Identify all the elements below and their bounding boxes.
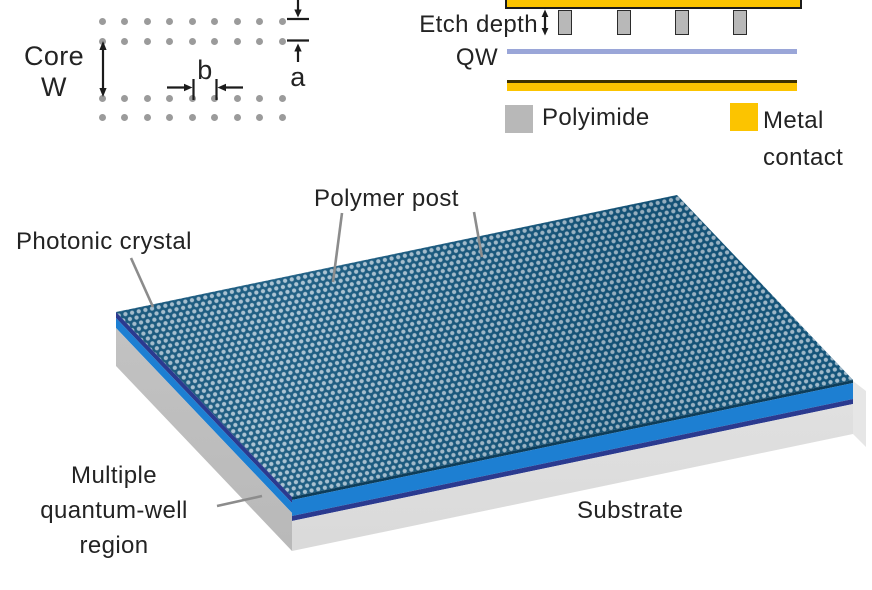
polymer-post-label: Polymer post <box>314 185 459 212</box>
lattice-hole-dot <box>211 94 218 102</box>
lattice-hole-dot <box>166 17 173 25</box>
mqw-region-label: Multiple quantum-well region <box>4 458 224 563</box>
lattice-hole-dot <box>143 113 151 121</box>
lattice-hole-dot <box>166 37 173 45</box>
metal-legend-label: Metal contact <box>763 102 843 176</box>
polyimide-post <box>733 9 747 35</box>
lattice-pitch-b-label: b <box>197 55 213 85</box>
lattice-hole-dot <box>188 17 196 25</box>
polyimide-legend-label: Polyimide <box>542 104 650 131</box>
lattice-hole-dot <box>256 37 263 45</box>
lattice-hole-dot <box>121 17 128 25</box>
qw-label: QW <box>455 44 498 71</box>
lattice-hole-dot <box>233 113 241 121</box>
metal-legend-swatch <box>730 103 758 131</box>
lattice-hole-dot <box>98 113 106 121</box>
lattice-hole-dot <box>278 94 286 102</box>
lattice-hole-dot <box>98 17 106 25</box>
lattice-hole-dot <box>256 113 263 121</box>
mqw-region-label-line2: quantum-well <box>40 497 188 524</box>
polyimide-post <box>617 9 631 35</box>
metal-contact-bottom-bar <box>507 80 797 91</box>
metal-legend-label-line1: Metal <box>763 107 824 134</box>
lattice-hole-dot <box>278 113 286 121</box>
lattice-hole-dot <box>211 113 218 121</box>
photonic-crystal-label: Photonic crystal <box>16 228 192 255</box>
lattice-hole-dot <box>98 94 106 102</box>
lattice-hole-dot <box>143 37 151 45</box>
core-width-label-line2: W <box>41 72 67 102</box>
etch-depth-label: Etch depth <box>419 11 538 38</box>
polyimide-post <box>675 9 689 35</box>
lattice-hole-dot <box>233 37 241 45</box>
lattice-hole-dot <box>256 17 263 25</box>
metal-legend-label-line2: contact <box>763 144 844 171</box>
mqw-region-label-line1: Multiple <box>71 462 157 489</box>
lattice-hole-dot <box>233 17 241 25</box>
lattice-pitch-a-label: a <box>290 62 306 92</box>
polyimide-legend-swatch <box>505 105 533 133</box>
lattice-hole-dot <box>121 94 128 102</box>
lattice-hole-dot <box>188 37 196 45</box>
lattice-hole-dot <box>211 17 218 25</box>
lattice-hole-dot <box>256 94 263 102</box>
lattice-hole-dot <box>188 94 196 102</box>
lattice-hole-dot <box>143 94 151 102</box>
lattice-hole-dot <box>121 37 128 45</box>
metal-contact-top-bar <box>505 0 802 9</box>
lattice-hole-dot <box>211 37 218 45</box>
lattice-hole-dot <box>233 94 241 102</box>
mqw-region-label-line3: region <box>79 532 149 559</box>
lattice-hole-dot <box>121 113 128 121</box>
lattice-hole-dot <box>166 113 173 121</box>
lattice-hole-dot <box>278 17 286 25</box>
qw-layer-line <box>507 49 797 54</box>
lattice-hole-dot <box>278 37 286 45</box>
lattice-hole-dot <box>143 17 151 25</box>
lattice-hole-dot <box>166 94 173 102</box>
polyimide-post <box>558 9 572 35</box>
core-width-label-line1: Core <box>23 41 85 71</box>
substrate-label: Substrate <box>577 497 684 524</box>
core-width-label: Core W <box>8 41 100 103</box>
lattice-hole-dot <box>188 113 196 121</box>
